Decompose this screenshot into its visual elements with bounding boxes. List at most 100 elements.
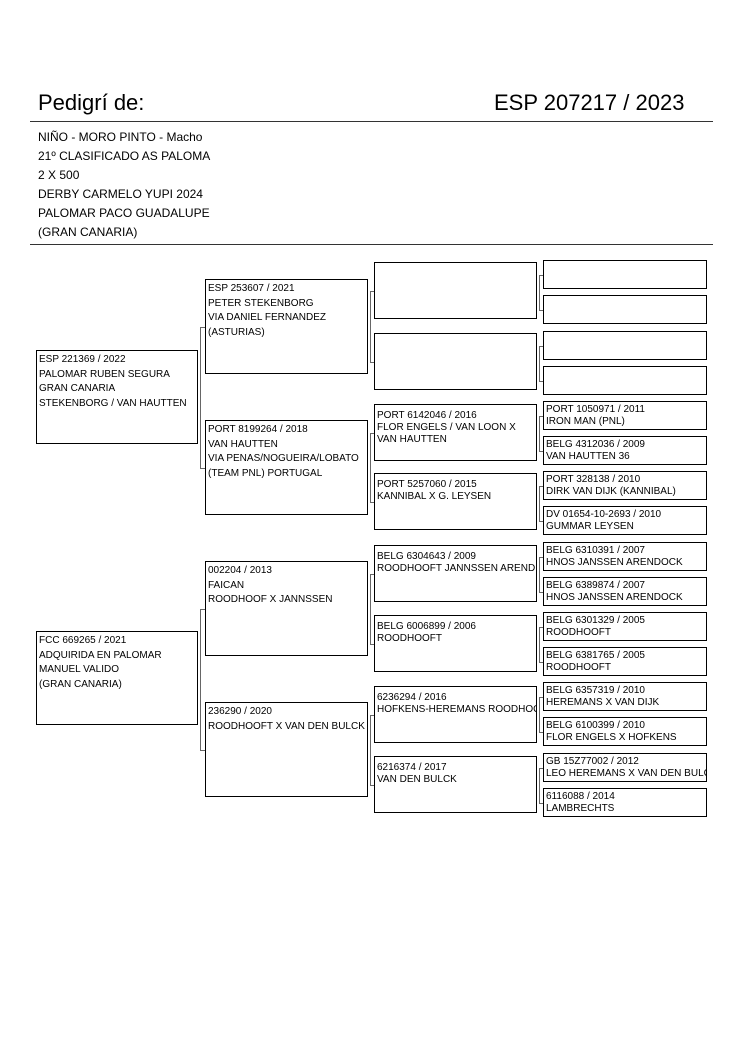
connector-line	[539, 380, 543, 382]
ring-line: BELG 6301329 / 2005	[546, 615, 645, 626]
great-great-grandparent-box	[543, 331, 707, 360]
detail-line: VAN HAUTTEN	[377, 434, 447, 445]
detail-line: GUMMAR LEYSEN	[546, 520, 634, 532]
connector-line	[539, 309, 543, 311]
connector-line	[539, 767, 540, 803]
detail-line: HEREMANS X VAN DIJK	[546, 696, 660, 708]
detail-line: ROODHOOFT	[546, 661, 611, 673]
connector-line	[200, 326, 201, 468]
connector-line	[370, 573, 374, 575]
detail-line: VAN HAUTTEN 36	[546, 450, 630, 462]
great-great-grandparent-box	[543, 260, 707, 289]
ring-line: BELG 6389874 / 2007	[546, 580, 645, 591]
ring-line: PORT 1050971 / 2011	[546, 404, 645, 415]
info-line: DERBY CARMELO YUPI 2024	[38, 187, 203, 201]
connector-line	[200, 608, 201, 750]
detail-line: FLOR ENGELS X HOFKENS	[546, 731, 677, 743]
connector-line	[539, 485, 540, 521]
detail-line: KANNIBAL X G. LEYSEN	[377, 491, 492, 502]
ring-line: 6236294 / 2016	[377, 692, 447, 703]
ring-line: PORT 8199264 / 2018	[208, 424, 308, 435]
pigeon-info: NIÑO - MORO PINTO - Macho 21º CLASIFICAD…	[38, 128, 210, 242]
detail-line: ADQUIRIDA EN PALOMAR	[39, 649, 162, 661]
detail-line: VIA DANIEL FERNANDEZ	[208, 312, 326, 324]
detail-line: LEO HEREMANS X VAN DEN BULCK	[546, 767, 707, 779]
info-divider	[30, 244, 713, 245]
connector-line	[539, 520, 543, 522]
ring-line: PORT 6142046 / 2016	[377, 410, 477, 421]
connector-line	[370, 784, 374, 786]
connector-line	[539, 731, 543, 733]
detail-line: ROODHOOFT X VAN DEN BULCK	[208, 720, 365, 732]
ring-line: ESP 221369 / 2022	[39, 354, 126, 365]
detail-line: VAN DEN BULCK	[377, 774, 457, 785]
ring-line: BELG 6357319 / 2010	[546, 685, 645, 696]
detail-line: DIRK VAN DIJK (KANNIBAL)	[546, 485, 676, 497]
ring-line: PORT 328138 / 2010	[546, 474, 641, 485]
connector-line	[200, 326, 205, 328]
connector-line	[370, 714, 374, 716]
connector-line	[539, 661, 543, 663]
connector-line	[539, 556, 540, 592]
info-line: (GRAN CANARIA)	[38, 225, 138, 239]
connector-line	[370, 290, 374, 292]
ring-number: ESP 207217 / 2023	[494, 90, 685, 115]
detail-line: PALOMAR RUBEN SEGURA	[39, 368, 170, 380]
detail-line: PETER STEKENBORG	[208, 297, 314, 309]
detail-line: FLOR ENGELS / VAN LOON X	[377, 422, 516, 433]
ring-line: BELG 6310391 / 2007	[546, 545, 645, 556]
detail-line: (ASTURIAS)	[208, 326, 265, 338]
connector-line	[539, 556, 543, 558]
ring-line: FCC 669265 / 2021	[39, 635, 127, 646]
detail-line: VIA PENAS/NOGUEIRA/LOBATO	[208, 453, 359, 465]
great-great-grandparent-box	[543, 295, 707, 324]
connector-line	[539, 802, 543, 804]
connector-line	[539, 415, 543, 417]
detail-line: FAICAN	[208, 579, 245, 591]
great-grandparent-box	[374, 333, 537, 390]
detail-line: ROODHOOFT	[546, 626, 611, 638]
ring-line: 6116088 / 2014	[546, 791, 615, 802]
ring-line: BELG 6304643 / 2009	[377, 551, 476, 562]
ring-line: GB 15Z77002 / 2012	[546, 756, 639, 767]
detail-line: GRAN CANARIA	[39, 383, 116, 395]
connector-line	[539, 274, 540, 310]
connector-line	[200, 467, 205, 469]
info-line: PALOMAR PACO GUADALUPE	[38, 206, 210, 220]
connector-line	[370, 432, 374, 434]
connector-line	[539, 345, 543, 347]
connector-line	[539, 450, 543, 452]
connector-line	[370, 290, 371, 362]
ring-line: BELG 6006899 / 2006	[377, 621, 476, 632]
ring-line: 002204 / 2013	[208, 565, 272, 576]
connector-line	[539, 591, 543, 593]
detail-line: HNOS JANSSEN ARENDOCK	[546, 556, 683, 568]
ring-line: 236290 / 2020	[208, 706, 272, 717]
detail-line: ROODHOOFT JANNSSEN AREND	[377, 563, 536, 574]
ring-line: 6216374 / 2017	[377, 762, 447, 773]
detail-line: VAN HAUTTEN	[208, 438, 278, 450]
info-line: 21º CLASIFICADO AS PALOMA	[38, 149, 211, 163]
ring-line: PORT 5257060 / 2015	[377, 479, 477, 490]
info-line: NIÑO - MORO PINTO - Macho	[38, 130, 203, 144]
detail-line: (TEAM PNL) PORTUGAL	[208, 467, 323, 479]
detail-line: LAMBRECHTS	[546, 802, 615, 814]
